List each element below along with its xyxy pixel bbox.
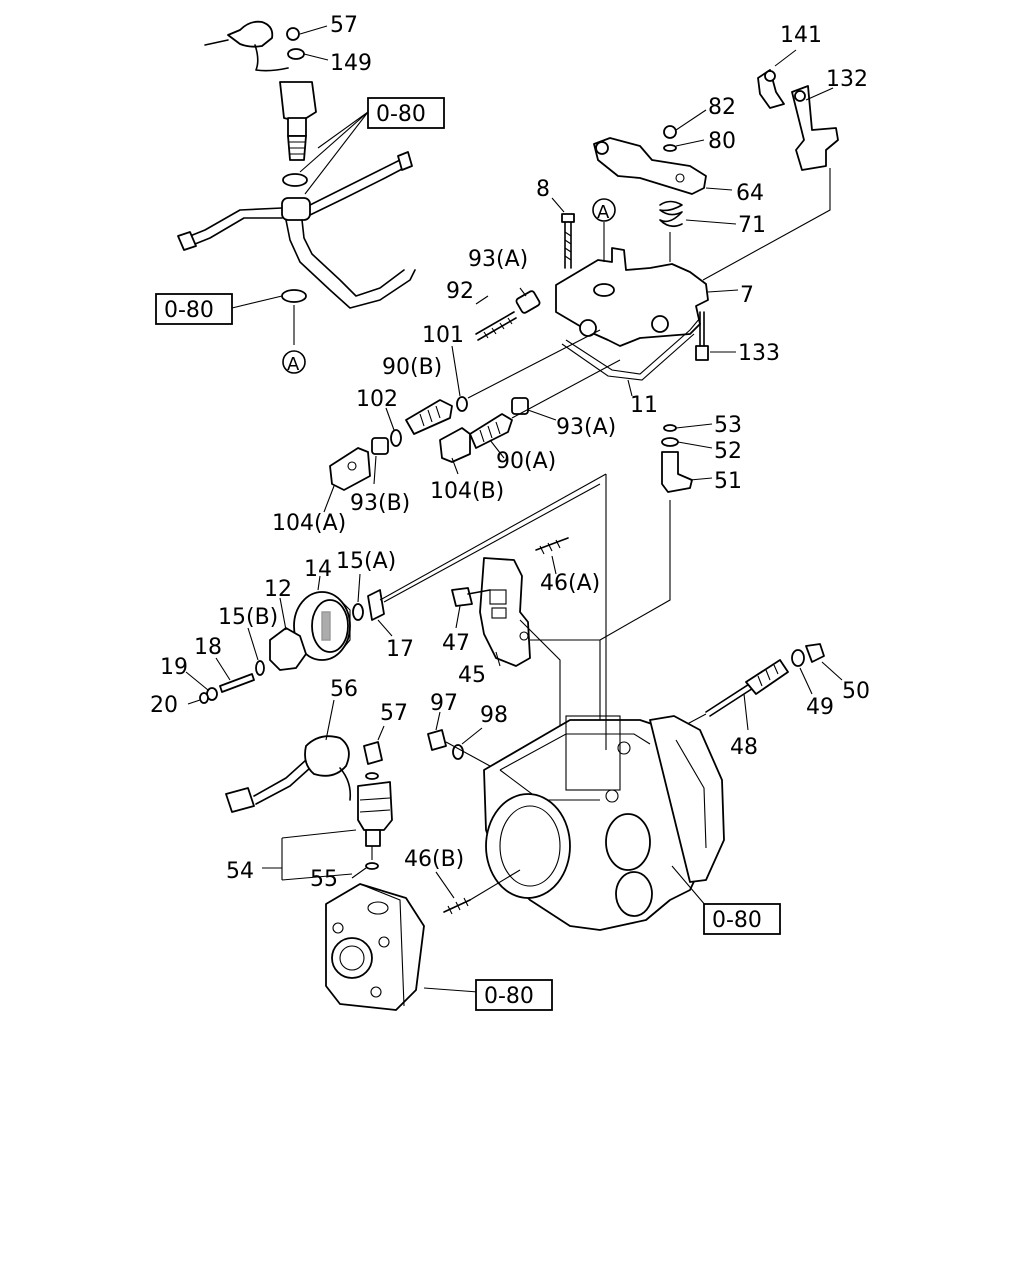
rod-assembly	[675, 643, 843, 731]
callout-labels: 57 149 141 132 82 80 64 8 71 93(A) 7 92 …	[150, 13, 870, 892]
callout-18: 18	[194, 635, 222, 660]
callout-53: 53	[714, 413, 742, 438]
top-sensor-assembly	[177, 20, 416, 345]
callout-57a: 57	[330, 13, 358, 38]
flyweight-assembly	[185, 483, 601, 705]
callout-80: 80	[708, 129, 736, 154]
ref-box-4-text: 0-80	[484, 984, 534, 1009]
callout-141: 141	[780, 23, 822, 48]
ref-box-1	[367, 97, 445, 129]
callout-17: 17	[386, 637, 414, 662]
callout-7: 7	[740, 283, 754, 308]
callout-93a-top: 93(A)	[468, 247, 528, 272]
ref-box-2-text: 0-80	[164, 298, 214, 323]
pump-housing	[379, 473, 725, 931]
callout-15a: 15(A)	[336, 549, 396, 574]
callout-82: 82	[708, 95, 736, 120]
callout-57b: 57	[380, 701, 408, 726]
callout-54: 54	[226, 859, 254, 884]
callout-46a: 46(A)	[540, 571, 600, 596]
callout-102: 102	[356, 387, 398, 412]
callout-14: 14	[304, 557, 332, 582]
ref-box-1-text: 0-80	[376, 102, 426, 127]
callout-15b: 15(B)	[218, 605, 278, 630]
callout-101: 101	[422, 323, 464, 348]
callout-55: 55	[310, 867, 338, 892]
callout-8: 8	[536, 177, 550, 202]
shaft-assembly	[599, 423, 713, 641]
marker-a-left-text: A	[287, 354, 300, 375]
boxed-references: 0-80 0-80 0-80 0-80	[155, 97, 781, 1011]
lower-sensor-assembly	[225, 699, 479, 1011]
callout-64: 64	[736, 181, 764, 206]
ref-box-4	[475, 979, 553, 1011]
callout-132: 132	[826, 67, 868, 92]
circle-markers: A A	[282, 198, 616, 375]
adjusting-screws	[323, 287, 621, 513]
marker-a-top	[592, 198, 616, 222]
callout-11: 11	[630, 393, 658, 418]
callout-92: 92	[446, 279, 474, 304]
marker-a-left	[282, 350, 306, 374]
callout-20: 20	[150, 693, 178, 718]
callout-149: 149	[330, 51, 372, 76]
callout-98: 98	[480, 703, 508, 728]
callout-46b: 46(B)	[404, 847, 464, 872]
callout-90b: 90(B)	[382, 355, 442, 380]
callout-19: 19	[160, 655, 188, 680]
callout-93a-lower: 93(A)	[556, 415, 616, 440]
callout-47: 47	[442, 631, 470, 656]
callout-52: 52	[714, 439, 742, 464]
callout-133: 133	[738, 341, 780, 366]
callout-45: 45	[458, 663, 486, 688]
callout-104a: 104(A)	[272, 511, 346, 536]
marker-a-top-text: A	[597, 202, 610, 223]
callout-97: 97	[430, 691, 458, 716]
ref-box-2	[155, 293, 233, 325]
callout-49: 49	[806, 695, 834, 720]
callout-12: 12	[264, 577, 292, 602]
governor-cover-assembly	[551, 49, 839, 397]
callout-71: 71	[738, 213, 766, 238]
lever-assembly	[451, 537, 601, 780]
callout-50: 50	[842, 679, 870, 704]
ref-box-3-text: 0-80	[712, 908, 762, 933]
callout-104b: 104(B)	[430, 479, 504, 504]
callout-51: 51	[714, 469, 742, 494]
ref-box-3	[703, 903, 781, 935]
callout-93b: 93(B)	[350, 491, 410, 516]
callout-56: 56	[330, 677, 358, 702]
callout-90a: 90(A)	[496, 449, 556, 474]
callout-48: 48	[730, 735, 758, 760]
